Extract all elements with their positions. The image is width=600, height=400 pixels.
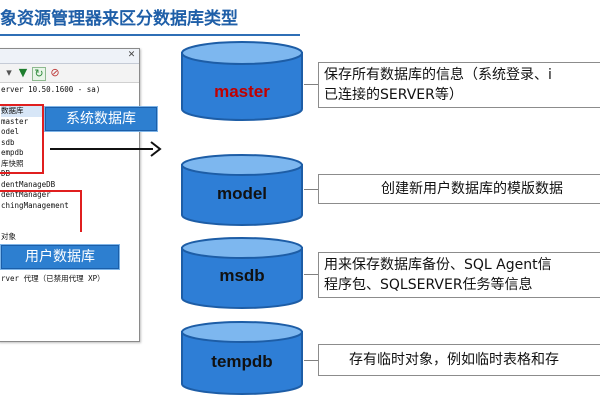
tree-node[interactable]: 对象 xyxy=(1,232,16,241)
refresh-icon[interactable]: ↻ xyxy=(32,67,46,81)
title-underline xyxy=(0,34,300,36)
tree-node[interactable] xyxy=(1,222,137,233)
database-icon xyxy=(181,41,303,121)
tree-node[interactable]: empdb xyxy=(1,148,24,157)
database-cylinder-master: master xyxy=(180,40,304,122)
filter-icon[interactable]: ▼ xyxy=(18,66,28,79)
tree-node[interactable]: chingManagement xyxy=(1,200,69,210)
connector-line xyxy=(304,360,318,361)
tree-node[interactable]: 库快照 xyxy=(1,158,24,168)
user-db-callout: 用户数据库 xyxy=(0,244,120,270)
description-line: 用来保存数据库备份、SQL Agent信 xyxy=(324,257,552,273)
description-box-tempdb: 存有临时对象，例如临时表格和存 xyxy=(318,344,600,376)
arrow-line xyxy=(50,148,153,150)
tree-node[interactable]: DB xyxy=(1,169,137,180)
connector-line xyxy=(304,84,318,85)
connector-line xyxy=(304,189,318,190)
system-db-callout: 系统数据库 xyxy=(44,106,158,132)
database-cylinder-msdb: msdb xyxy=(180,236,304,310)
arrow-head-icon xyxy=(150,141,162,157)
database-name: msdb xyxy=(219,266,265,285)
stop-icon[interactable]: ⊘ xyxy=(50,66,60,79)
explorer-toolbar: ▾ ▼ ↻ ⊘ xyxy=(0,64,139,83)
connector-line xyxy=(304,274,318,275)
slide-title: 象资源管理器来区分数据库类型 xyxy=(0,9,238,29)
close-icon[interactable]: ✕ xyxy=(127,50,136,60)
tree-node[interactable]: master xyxy=(1,116,29,126)
tree-node[interactable]: odel xyxy=(1,127,20,136)
database-icon xyxy=(181,154,303,226)
user-db-bracket-right xyxy=(80,190,82,232)
database-cylinder-model: model xyxy=(180,153,304,227)
tree-node[interactable]: rver 代理（已禁用代理 XP） xyxy=(1,274,105,283)
explorer-title-bar: ✕ xyxy=(0,49,139,64)
tree-node[interactable]: dentManageDB xyxy=(1,179,56,189)
database-cylinder-tempdb: tempdb xyxy=(180,320,304,396)
description-line: 创建新用户数据库的模版数据 xyxy=(381,181,563,197)
tree-node[interactable]: erver 10.50.1600 - sa) xyxy=(1,85,101,94)
system-db-bracket-top xyxy=(0,104,44,106)
description-line: 程序包、SQLSERVER任务等信息 xyxy=(324,277,533,293)
database-icon xyxy=(181,321,303,395)
filter-dropdown-icon[interactable]: ▾ xyxy=(6,66,12,79)
description-line: 已连接的SERVER等） xyxy=(324,87,463,103)
system-db-bracket-right xyxy=(42,104,44,174)
database-name: tempdb xyxy=(211,352,273,371)
tree-node[interactable]: dentManager xyxy=(1,190,51,199)
description-box-model: 创建新用户数据库的模版数据 xyxy=(318,174,600,204)
object-explorer-screenshot: ✕ ▾ ▼ ↻ ⊘ erver 10.50.1600 - sa) 数据库 mas… xyxy=(0,48,140,342)
database-icon xyxy=(181,237,303,309)
tree-node[interactable]: sdb xyxy=(1,137,15,147)
user-db-bracket-top xyxy=(0,190,82,192)
database-name: master xyxy=(214,82,270,101)
description-box-msdb: 用来保存数据库备份、SQL Agent信 程序包、SQLSERVER任务等信息 xyxy=(318,252,600,298)
description-line: 保存所有数据库的信息（系统登录、i xyxy=(324,67,552,83)
description-box-master: 保存所有数据库的信息（系统登录、i 已连接的SERVER等） xyxy=(318,62,600,108)
system-db-bracket-bottom xyxy=(0,172,44,174)
tree-node[interactable] xyxy=(1,211,137,222)
database-name: model xyxy=(216,184,268,203)
description-line: 存有临时对象，例如临时表格和存 xyxy=(349,352,559,368)
